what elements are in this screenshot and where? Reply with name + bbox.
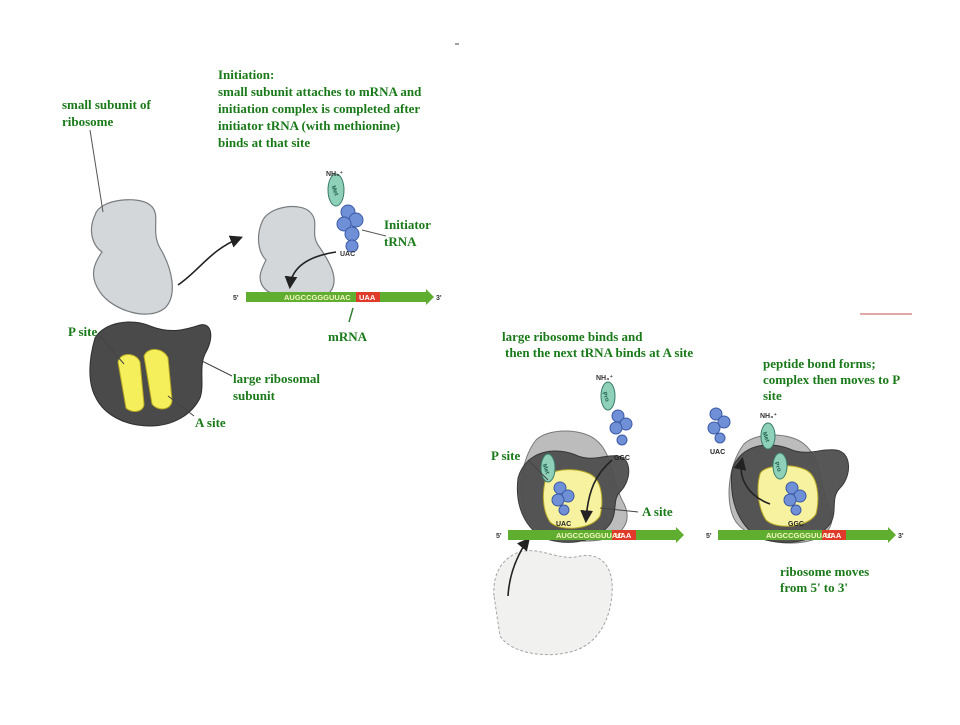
anticodon-label-5: GGC	[788, 521, 804, 528]
codon-sequence-2: AUGCCGGGUUAC	[556, 531, 623, 540]
a-site-leader	[167, 395, 195, 417]
amino-group-label-3: NH₃⁺	[760, 412, 777, 420]
met-label-1: Met	[330, 185, 339, 197]
ribosome-moves-label: ribosome moves from 5' to 3'	[780, 564, 870, 595]
initiation-title: Initiation:	[218, 67, 275, 82]
large-subunit-label: large ribosomal subunit	[233, 371, 321, 403]
pro-label-2: Pro	[773, 461, 782, 473]
ghost-large-subunit	[493, 550, 613, 656]
anticodon-label-4: UAC	[710, 449, 725, 456]
five-prime-2: 5'	[496, 533, 502, 540]
a-site-yellow	[143, 349, 173, 410]
amino-group-label-1: NH₃⁺	[326, 170, 343, 178]
p-site-leader	[99, 335, 125, 365]
p-site-label-right: P site	[491, 448, 521, 463]
small-subunit-leader	[89, 129, 104, 213]
initiator-trna-label: Initiator tRNA	[384, 217, 431, 249]
met-amino-acid	[327, 173, 345, 207]
three-prime-1: 3'	[436, 295, 442, 302]
a-site-label-left: A site	[195, 415, 226, 430]
initiator-leader	[361, 229, 387, 237]
pro-label-1: Pro	[601, 391, 610, 403]
three-prime-3: 3'	[898, 533, 904, 540]
mrna-strand-2: 5' AUGCCGGGUUAC UAA	[496, 527, 684, 543]
initiator-trna	[327, 173, 364, 253]
anticodon-label-1: UAC	[340, 251, 355, 258]
mrna-label: mRNA	[328, 329, 367, 344]
amino-group-label-2: NH₃⁺	[596, 374, 613, 382]
peptide-bond-label: peptide bond forms; complex then moves t…	[763, 356, 900, 403]
p-site-right-leader	[527, 459, 549, 481]
stop-codon-2: UAA	[615, 531, 632, 540]
middle-met	[540, 453, 556, 483]
met-label-2: Met	[541, 463, 550, 475]
initiation-small-subunit	[257, 205, 335, 299]
mrna-strand-1: 5' AUGCCGGGUUAC UAA 3'	[233, 289, 442, 305]
assembly-arrow	[507, 537, 531, 597]
transition-arrow	[177, 235, 243, 286]
codon-sequence-1: AUGCCGGGUUAC	[284, 293, 351, 302]
codon-sequence-3: AUGCCGGGUUAC	[766, 531, 833, 540]
large-binds-label: large ribosome binds and	[502, 329, 643, 344]
right-pro	[772, 452, 788, 480]
p-site-yellow	[117, 354, 145, 412]
anticodon-label-3: GGC	[614, 455, 630, 462]
trna-entry-arrow	[580, 459, 613, 524]
incoming-trna	[609, 409, 633, 446]
small-subunit-shape	[90, 199, 173, 315]
stop-codon-1: UAA	[359, 293, 376, 302]
mrna-leader	[348, 307, 354, 323]
anticodon-label-2: UAC	[556, 521, 571, 528]
large-binds-label-2: then the next tRNA binds at A site	[505, 345, 694, 360]
pro-amino-acid	[600, 381, 616, 411]
initiation-description: small subunit attaches to mRNA and initi…	[218, 84, 422, 150]
right-p-trna	[783, 481, 807, 516]
a-site-right-leader	[599, 507, 639, 513]
middle-p-trna	[551, 481, 575, 516]
stop-codon-3: UAA	[825, 531, 842, 540]
five-prime-1: 5'	[233, 295, 239, 302]
trna-exit-arrow	[733, 456, 771, 505]
binding-arrow	[284, 251, 337, 290]
large-subunit-leader	[199, 359, 233, 377]
released-trna	[707, 407, 731, 444]
p-site-label-left: P site	[68, 324, 98, 339]
mrna-strand-3: 5' AUGCCGGGUUAC UAA 3'	[706, 527, 904, 543]
met-label-3: Met	[761, 431, 770, 443]
right-met	[760, 422, 776, 450]
five-prime-3: 5'	[706, 533, 712, 540]
a-site-label-right: A site	[642, 504, 673, 519]
small-subunit-label: small subunit of ribosome	[62, 97, 151, 129]
